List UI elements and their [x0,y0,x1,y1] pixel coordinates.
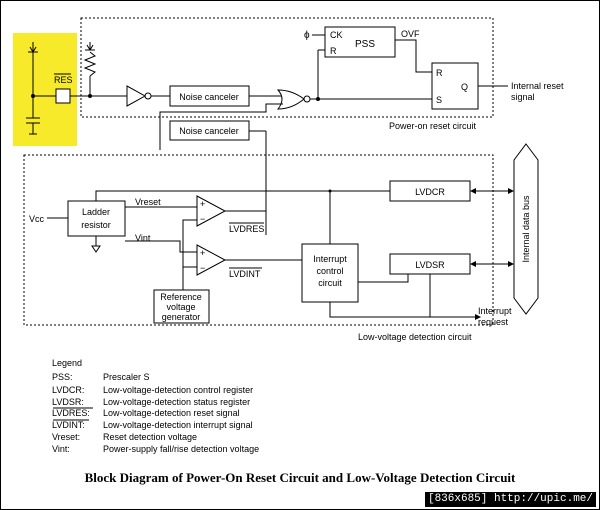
ref-label-1: Reference [160,292,202,302]
internal-data-bus [513,143,539,315]
rs-flipflop [431,62,479,110]
legend: Legend PSS: Prescaler S LVDCR: Low-volta… [52,358,259,454]
int-label-3: circuit [318,278,342,288]
noise-canceler-1-label: Noise canceler [179,92,239,102]
legend-term-2: LVDSR: [52,397,84,407]
ff-r-label: R [436,68,443,78]
pss-label: PSS [355,39,375,50]
pullup-resistor [83,42,127,98]
lvdcr-label: LVDCR [415,187,445,197]
lvdres-label: LVDRES [229,224,264,234]
legend-term-0: PSS: [52,372,73,382]
phi-label: ϕ [304,30,310,41]
legend-desc-3: Low-voltage-detection reset signal [103,408,240,418]
legend-term-5: Vreset: [52,432,80,442]
lvdcr-arrow-left [470,188,476,194]
lvdsr-label: LVDSR [415,260,445,270]
comp2-minus: − [200,263,205,273]
internal-reset-label-1: Internal reset [511,81,564,91]
internal-data-bus-label: Internal data bus [521,195,531,263]
por-region [80,17,494,118]
internal-reset-label-2: signal [511,92,535,102]
comparator-lvdint [196,244,227,276]
register-bus-arrows [472,190,512,265]
legend-term-4: LVDINT: [52,420,85,430]
ref-voltage-wire [182,219,197,290]
int-label-1: Interrupt [313,254,347,264]
legend-term-6: Vint: [52,444,70,454]
interrupt-request-label-2: request [478,317,509,327]
reference-voltage-generator [153,289,210,324]
noise-canceler-2-label: Noise canceler [179,126,239,136]
ff-q-label: Q [461,82,468,92]
lvdcr-arrow-right [508,188,514,194]
comparator-lvdres [196,195,227,227]
lvd-region-label: Low-voltage detection circuit [358,332,472,342]
pss-ck-label: CK [330,30,343,40]
legend-term-1: LVDCR: [52,385,84,395]
ref-label-2: voltage [166,302,195,312]
ladder-label-1: Ladder [82,207,110,217]
legend-desc-4: Low-voltage-detection interrupt signal [103,420,253,430]
lvdsr-to-int-wire [358,274,409,283]
comp1-plus: + [200,199,205,209]
lvdsr-arrow-left [470,261,476,267]
int-label-2: control [316,266,343,276]
pss-block [324,26,396,58]
ovf-wire [395,39,432,73]
res-pin-label: RES [54,75,73,85]
ff-s-label: S [436,95,442,105]
ladder-label-2: resistor [81,220,111,230]
vint-wire [125,240,197,253]
source-watermark: [836x685] http://upic.me/ [424,492,596,507]
junction-lvdcr [328,189,332,193]
lvd-region [23,154,494,326]
legend-desc-0: Prescaler S [103,372,150,382]
legend-desc-6: Power-supply fall/rise detection voltage [103,444,259,454]
lvdcr-to-ladder-wire [95,190,390,201]
legend-desc-5: Reset detection voltage [103,432,197,442]
vint-label: Vint [135,233,151,243]
ladder-ground [91,236,101,253]
diagram-caption: Block Diagram of Power-On Reset Circuit … [84,470,516,485]
legend-term-3: LVDRES: [52,408,90,418]
legend-desc-1: Low-voltage-detection control register [103,385,253,395]
lvdres-wire [225,140,267,212]
legend-desc-2: Low-voltage-detection status register [103,397,250,407]
lvdint-label: LVDINT [229,269,261,279]
interrupt-request-label-1: Interrupt [478,306,512,316]
res-pin-box [55,88,71,104]
vcc-label: Vcc [29,214,45,224]
inverter-gate [126,85,170,107]
res-pin-circuit [26,42,90,135]
pss-r-label: R [330,46,337,56]
legend-heading: Legend [52,358,82,368]
por-region-label: Power-on reset circuit [389,121,477,131]
ref-label-3: generator [162,312,201,322]
interrupt-request-arrow [475,314,481,320]
pss-ovf-label: OVF [401,29,420,39]
interrupt-request-wire [329,302,475,318]
lvdsr-arrow-right [508,261,514,267]
vreset-label: Vreset [135,197,161,207]
comp1-minus: − [200,214,205,224]
comp2-plus: + [200,248,205,258]
